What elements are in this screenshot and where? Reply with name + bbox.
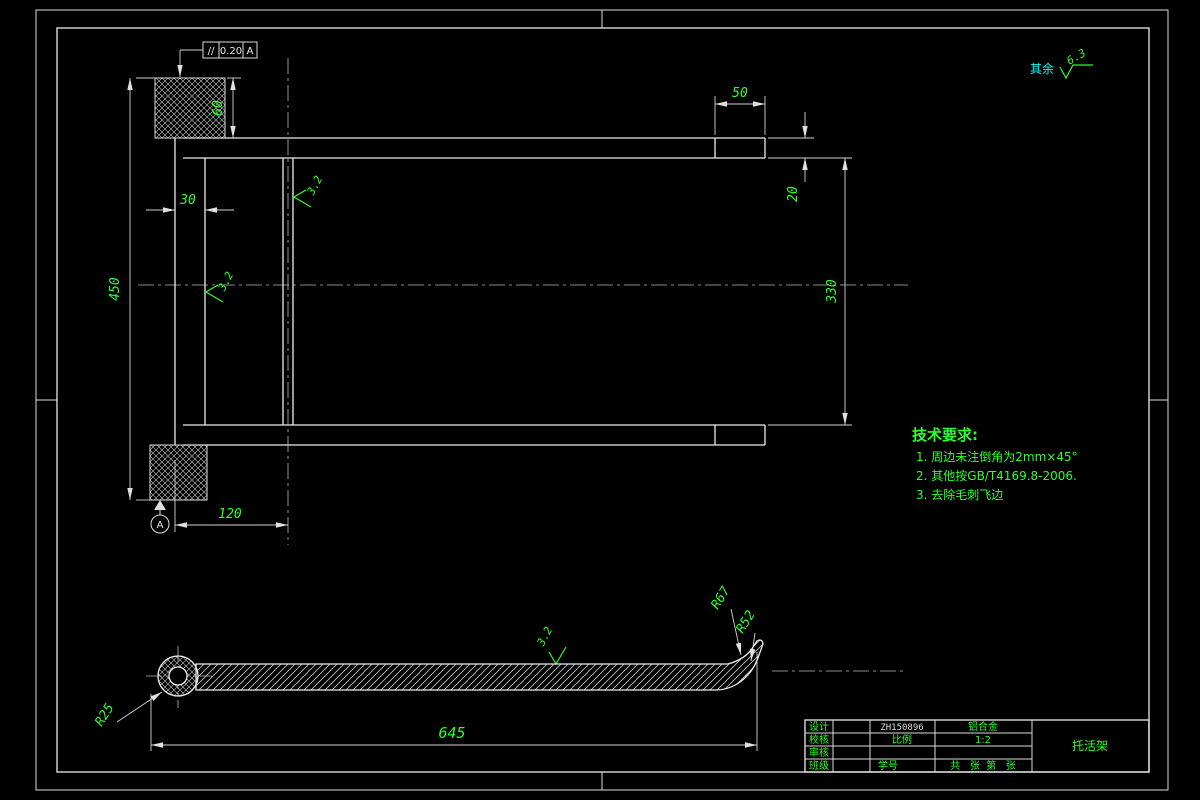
dim-50: 50 <box>714 86 766 135</box>
dim-120-text: 120 <box>218 507 242 522</box>
section-block-bottom <box>149 444 208 501</box>
dim-645: 645 <box>150 652 758 751</box>
dim-30: 30 <box>146 193 234 213</box>
title-block: 设计 校核 审核 班级 ZH150896 铝合金 比例 1:2 学号 共 张 第… <box>804 719 1150 773</box>
bore-hole <box>168 666 188 686</box>
dim-20: 20 <box>768 112 852 202</box>
dim-120: 120 <box>174 460 288 532</box>
dim-20-text: 20 <box>786 186 801 202</box>
dim-r67: R67 <box>708 584 742 656</box>
roughness-value-c: 3.2 <box>534 624 555 649</box>
dim-60-text: 60 <box>211 100 226 116</box>
dim-330-text: 330 <box>825 279 840 304</box>
tolerance-value: 0.20 <box>220 46 242 57</box>
dim-r25: R25 <box>92 691 163 729</box>
side-view <box>146 639 906 708</box>
datum-symbol: A <box>150 500 170 534</box>
inner-border <box>56 27 1150 773</box>
tech-requirement-item: 1. 周边未注倒角为2mm×45° <box>916 449 1078 464</box>
general-roughness: 其余 6.3 <box>1030 46 1093 80</box>
tech-requirement-item: 3. 去除毛刺飞边 <box>916 487 1003 502</box>
datum-label: A <box>157 520 164 531</box>
title-block-scale-value: 1:2 <box>975 735 991 746</box>
title-block-drawing-no: ZH150896 <box>880 723 923 733</box>
dim-645-text: 645 <box>438 724 465 742</box>
general-roughness-label: 其余 <box>1030 61 1054 76</box>
dim-50-text: 50 <box>732 86 748 101</box>
tech-requirements-title: 技术要求: <box>912 426 978 444</box>
dim-450: 450 <box>108 77 157 501</box>
technical-requirements: 技术要求: 1. 周边未注倒角为2mm×45° 2. 其他按GB/T4169.8… <box>912 426 1078 502</box>
dim-r67-text: R67 <box>708 584 733 612</box>
tolerance-symbol: // <box>208 46 215 57</box>
dim-450-text: 450 <box>108 277 123 301</box>
hook-bar-section <box>195 639 764 691</box>
dim-r25-text: R25 <box>92 701 117 729</box>
dimensions-main-view: 450 60 30 50 20 <box>108 77 852 532</box>
tech-requirement-item: 2. 其他按GB/T4169.8-2006. <box>916 469 1077 483</box>
title-block-check-label: 校核 <box>809 733 829 746</box>
datum-triangle <box>154 500 166 510</box>
title-block-material: 铝合金 <box>968 720 998 733</box>
title-block-part-name: 托活架 <box>1072 739 1108 753</box>
dim-330: 330 <box>768 158 852 426</box>
tolerance-datum-ref: A <box>247 46 254 57</box>
tolerance-box <box>202 41 258 59</box>
datum-circle <box>150 514 170 534</box>
title-block-sheet-info: 共 张 第 张 <box>950 759 1015 772</box>
roughness-value-b: 3.2 <box>215 269 236 294</box>
dim-60: 60 <box>211 77 241 138</box>
roughness-marks: 3.2 3.2 3.2 <box>204 173 567 666</box>
title-block-scale-label: 比例 <box>892 733 912 746</box>
centerlines <box>138 58 908 545</box>
roughness-icon <box>1059 64 1093 80</box>
general-roughness-value: 6.3 <box>1064 46 1088 67</box>
tolerance-frame: // 0.20 A <box>177 41 258 77</box>
title-block-class-label: 班级 <box>809 760 829 772</box>
title-block-review-label: 审核 <box>809 746 829 759</box>
roughness-icon <box>292 189 312 208</box>
roughness-icon <box>548 646 567 666</box>
title-block-student-id-label: 学号 <box>878 759 898 772</box>
roughness-icon <box>204 284 224 303</box>
roughness-value-a: 3.2 <box>304 173 325 198</box>
sheet-border <box>35 9 1169 791</box>
title-block-design-label: 设计 <box>809 720 829 733</box>
dim-30-text: 30 <box>179 193 196 208</box>
section-block-top <box>154 77 226 139</box>
dim-r52-text: R52 <box>733 608 758 636</box>
frame-outline <box>174 137 766 446</box>
main-view <box>138 58 908 545</box>
